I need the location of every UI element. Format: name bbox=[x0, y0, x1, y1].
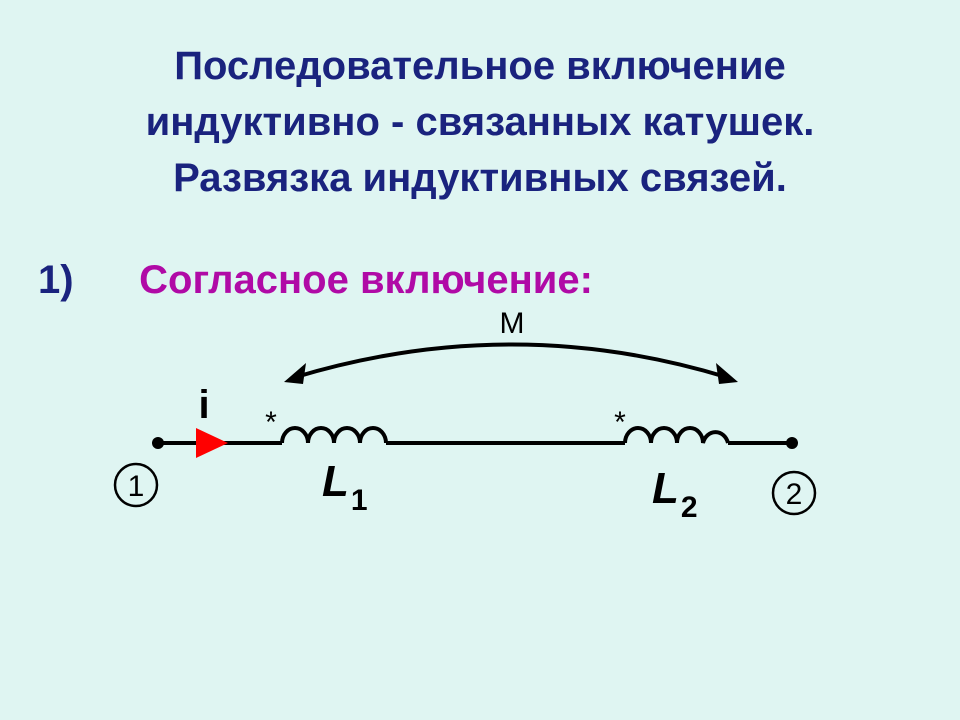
mutual-inductance-arc bbox=[295, 342, 727, 379]
node-1-label: 1 bbox=[128, 470, 145, 503]
coil-l1-letter: L bbox=[322, 457, 349, 506]
slide-title: Последовательное включение индуктивно - … bbox=[0, 38, 960, 206]
title-line-2: индуктивно - связанных катушек. bbox=[145, 100, 815, 144]
coil-l1-marker: * bbox=[265, 406, 277, 439]
coil-l2-letter: L bbox=[652, 464, 679, 513]
node-2-circle bbox=[771, 470, 817, 516]
section-heading: 1) Согласное включение: bbox=[38, 258, 593, 303]
coil-l2-subscript: 2 bbox=[681, 491, 698, 524]
section-number: 1) bbox=[38, 258, 74, 302]
coil-l2-label: L2 bbox=[652, 464, 698, 524]
mutual-label: M bbox=[500, 307, 525, 340]
title-line-1: Последовательное включение bbox=[174, 44, 786, 88]
mutual-arrow-left-icon bbox=[284, 363, 306, 384]
section-text: Согласное включение: bbox=[139, 258, 593, 302]
node-1-circle bbox=[113, 462, 159, 508]
terminal-dot-2 bbox=[786, 437, 798, 449]
current-label: i bbox=[198, 383, 209, 427]
node-2-label: 2 bbox=[786, 478, 803, 511]
current-arrow-icon bbox=[196, 428, 228, 458]
coil-l1 bbox=[280, 426, 388, 444]
mutual-arrow-right-icon bbox=[716, 363, 738, 384]
title-line-3: Развязка индуктивных связей. bbox=[173, 156, 787, 200]
coil-l2 bbox=[623, 426, 730, 444]
coil-l1-subscript: 1 bbox=[351, 484, 368, 517]
coil-l2-marker: * bbox=[614, 406, 626, 439]
coil-l1-label: L1 bbox=[322, 457, 368, 517]
terminal-dot-1 bbox=[152, 437, 164, 449]
